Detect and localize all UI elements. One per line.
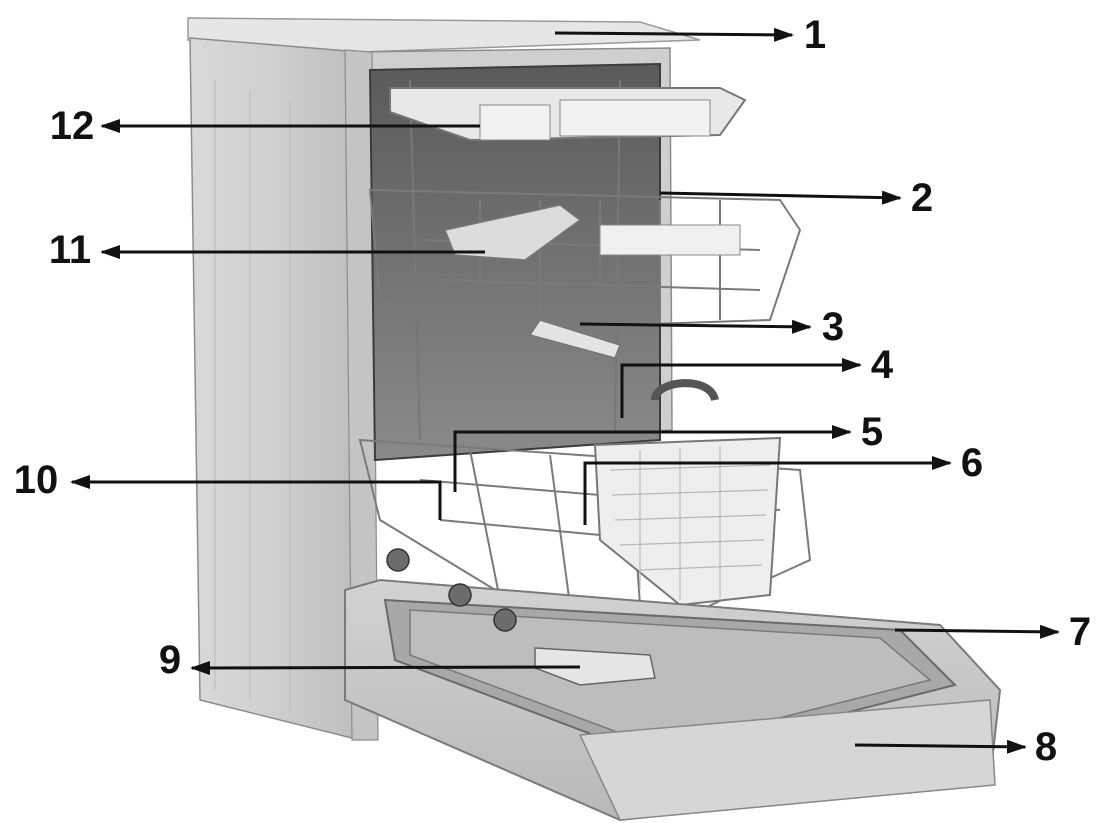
basket-wheels [386,548,517,632]
callout-lines [70,27,1060,754]
callout-label-11: 11 [48,228,92,272]
cabinet-side-panel [189,37,361,741]
callout-label-7: 7 [1068,610,1092,654]
leader-6 [583,456,952,525]
callout-label-10: 10 [13,458,59,502]
upper-basket-rack-insert [443,204,741,261]
leader-3 [579,319,812,334]
leader-8 [854,739,1027,754]
leader-9 [190,660,581,675]
leader-4 [620,358,862,418]
callout-label-9: 9 [158,638,182,682]
callout-label-2: 2 [910,176,934,220]
callout-label-4: 4 [870,343,894,387]
cutlery-basket [593,379,782,607]
callout-label-12: 12 [49,104,95,148]
callout-label-1: 1 [803,13,827,57]
detergent-dispenser [534,647,656,686]
leader-7 [894,624,1060,639]
callout-label-6: 6 [960,441,984,485]
leader-5 [453,425,852,492]
upper-spray-arm [528,319,621,359]
leader-10 [70,475,442,520]
interior-tub [368,62,661,462]
cabinet-top [187,17,701,53]
leader-1 [554,27,794,42]
door [344,578,1002,822]
callout-label-8: 8 [1034,725,1058,769]
leader-2 [659,190,902,205]
callout-label-3: 3 [821,305,845,349]
callout-label-5: 5 [860,410,884,454]
